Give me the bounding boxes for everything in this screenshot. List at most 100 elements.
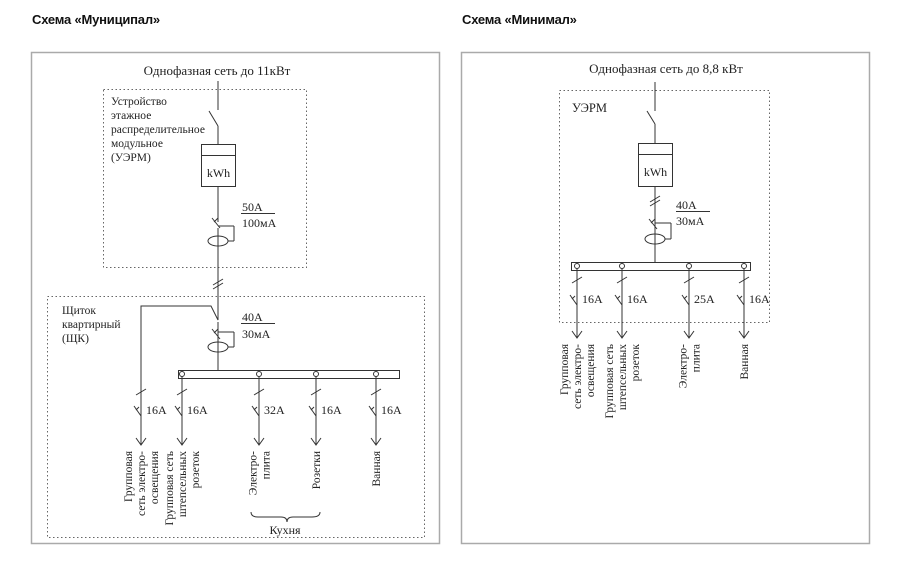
cable-mark [176,388,188,396]
branch-label-line: сеть электро- [572,344,584,409]
breaker-icon [736,294,745,306]
uerm-label-line: этажное [111,110,151,122]
arrow-down-icon [135,437,147,446]
breaker-rating: 16А [627,292,648,306]
busbar [571,262,751,271]
breaker-icon [133,405,142,417]
cable-mark [135,388,147,396]
cable-mark [310,388,322,396]
branch-label-line: Групповая сеть [164,451,176,526]
bus-terminal [313,371,319,377]
rcd-leakage: 30мА [676,214,705,228]
meter-icon: kWh [638,143,673,187]
breaker-icon [681,294,690,306]
bus-terminal [686,263,692,269]
bus-terminal [574,263,580,269]
breaker-icon [251,405,260,417]
rcd-icon [207,217,235,247]
arrow-down-icon [616,330,628,339]
municipal-supply-label: Однофазная сеть до 11кВт [144,63,291,78]
minimal-supply-label: Однофазная сеть до 8,8 кВт [589,61,743,76]
arrow-down-icon [738,330,750,339]
main-switch [646,110,656,125]
meter-label: kWh [207,166,230,180]
breaker-rating: 16А [146,403,167,417]
uerm-box [103,89,307,268]
breaker-rating: 16А [187,403,208,417]
bus-terminal [619,263,625,269]
uerm-label-line: (УЭРМ) [111,152,151,164]
breaker-rating: 16А [749,292,770,306]
minimal-diagram: Однофазная сеть до 8,8 кВт УЭРМ kWh 40А … [460,51,871,545]
breaker-icon [253,406,258,411]
branch-label-line: штепсельных [617,344,629,410]
cable-mark [212,278,224,286]
rcd-current: 40А [676,198,697,212]
breaker-icon [571,295,576,300]
breaker-icon [310,406,315,411]
breaker-rating: 32А [264,403,285,417]
municipal-diagram: Однофазная сеть до 11кВт Устройство этаж… [30,51,441,545]
bus-terminal [256,371,262,377]
arrow-down-icon [683,330,695,339]
breaker-icon [135,406,140,411]
branch-label-line: Групповая [559,343,571,395]
title-municipal: Схема «Муниципал» [32,12,160,27]
cable-mark [616,276,628,284]
breaker-icon [683,295,688,300]
breaker-icon [174,405,183,417]
branch-label-line: Ванная [371,450,383,486]
title-minimal: Схема «Минимал» [462,12,577,27]
cable-mark [738,276,750,284]
meter-icon: kWh [201,144,236,187]
branch-label-line: Электро- [678,344,690,388]
shk-label-line: Щиток [62,305,96,317]
cable-mark [683,276,695,284]
branch-label-line: штепсельных [177,451,189,517]
kitchen-label: Кухня [269,523,301,537]
rcd2-current: 40А [242,310,263,324]
branch-label-line: Групповая сеть [604,344,616,419]
arrow-down-icon [571,330,583,339]
branch-circuit: 25А Электро-плита [678,263,715,388]
branch-label-line: Электро- [248,451,260,495]
breaker-rating: 16А [321,403,342,417]
rcd-icon [207,328,235,353]
branch-label-line: освещения [585,343,597,397]
branch-label-line: Розетки [311,451,323,489]
rcd2-leakage: 30мА [242,327,271,341]
uerm-label-line: распределительное [111,124,205,136]
branch-circuit: 16А Розетки [308,371,342,489]
main-switch [208,110,219,127]
arrow-down-icon [176,437,188,446]
uerm-box [559,90,770,323]
breaker-rating: 25А [694,292,715,306]
municipal-frame [30,51,441,545]
rcd1-leakage: 100мА [242,216,277,230]
busbar [178,370,400,379]
branch-label-line: розеток [630,344,642,382]
cable-mark [649,195,661,203]
bus-terminal [741,263,747,269]
arrow-down-icon [310,437,322,446]
rcd1-current: 50А [242,200,263,214]
breaker-rating: 16А [381,403,402,417]
minimal-frame [460,51,871,545]
bus-terminal [179,371,185,377]
lighting-branch [140,298,219,410]
arrow-down-icon [370,437,382,446]
breaker-icon [616,295,621,300]
branch-label-line: плита [691,344,703,372]
branch-label-line: Групповая [123,450,135,502]
bus-terminal [373,371,379,377]
branch-label-line: сеть электро- [136,451,148,516]
branch-label-line: Ванная [739,343,751,379]
breaker-icon [569,294,578,306]
uerm-label-line: модульное [111,138,163,150]
